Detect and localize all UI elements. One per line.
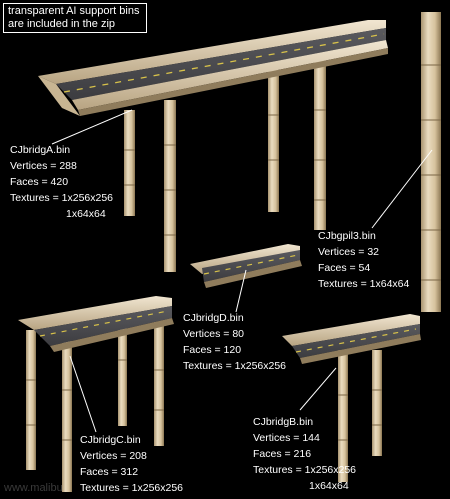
bridge-a-model	[38, 20, 388, 272]
bridge-c-textures: Textures = 1x256x256	[80, 482, 184, 494]
bridge-a-deck-edge	[78, 48, 388, 116]
watermark-text: www.malibu	[4, 482, 63, 494]
leader-pillar-3	[371, 149, 433, 229]
bridge-a-textures-extra: 1x64x64	[66, 208, 106, 220]
bridge-c-model	[18, 296, 174, 492]
pillar-3-name: CJbgpil3.bin	[318, 230, 376, 242]
bridge-a-pillars	[124, 60, 326, 272]
bridge-a-curb-near	[72, 40, 388, 110]
bridge-a-vertices: Vertices = 288	[10, 160, 77, 172]
pillar-3-model	[421, 12, 441, 312]
leader-bridge-a	[51, 109, 133, 145]
bridge-c-info: CJbridgC.bin Vertices = 208 Faces = 312 …	[80, 432, 183, 496]
pillar-3-faces: Faces = 54	[318, 262, 371, 274]
leader-bridge-d	[235, 269, 247, 313]
bridge-d-info: CJbridgD.bin Vertices = 80 Faces = 120 T…	[183, 310, 286, 374]
bridge-a-end-cap	[38, 76, 80, 116]
pillar-3-textures: Textures = 1x64x64	[318, 278, 410, 290]
note-box: transparent AI support bins are included…	[3, 3, 147, 33]
bridge-c-name: CJbridgC.bin	[80, 434, 141, 446]
bridge-d-textures: Textures = 1x256x256	[183, 360, 287, 372]
pillar-3-info: CJbgpil3.bin Vertices = 32 Faces = 54 Te…	[318, 228, 409, 292]
bridge-b-vertices: Vertices = 144	[253, 432, 320, 444]
bridge-d-name: CJbridgD.bin	[183, 312, 244, 324]
bridge-a-textures: Textures = 1x256x256	[10, 192, 114, 204]
bridge-b-model	[282, 314, 421, 482]
bridge-b-textures: Textures = 1x256x256	[253, 464, 357, 476]
bridge-b-info: CJbridgB.bin Vertices = 144 Faces = 216 …	[253, 414, 356, 494]
leader-lines	[51, 109, 433, 433]
bridge-d-model	[190, 244, 302, 288]
bridge-b-textures-extra: 1x64x64	[309, 480, 349, 492]
bridge-a-faces: Faces = 420	[10, 176, 69, 188]
bridge-a-lane-marking	[63, 33, 385, 93]
bridge-b-name: CJbridgB.bin	[253, 416, 314, 428]
bridge-c-faces: Faces = 312	[80, 466, 139, 478]
bridge-d-vertices: Vertices = 80	[183, 328, 244, 340]
bridge-a-name: CJbridgA.bin	[10, 144, 71, 156]
bridge-c-vertices: Vertices = 208	[80, 450, 147, 462]
bridge-a-curb-far	[38, 20, 386, 84]
note-line-2: are included in the zip	[8, 18, 116, 30]
bridge-a-info: CJbridgA.bin Vertices = 288 Faces = 420 …	[10, 142, 113, 222]
pillar-3-vertices: Vertices = 32	[318, 246, 379, 258]
leader-bridge-b	[299, 367, 337, 411]
bridge-b-faces: Faces = 216	[253, 448, 312, 460]
bridge-d-faces: Faces = 120	[183, 344, 242, 356]
note-line-1: transparent AI support bins	[8, 5, 140, 17]
leader-bridge-c	[69, 355, 97, 433]
